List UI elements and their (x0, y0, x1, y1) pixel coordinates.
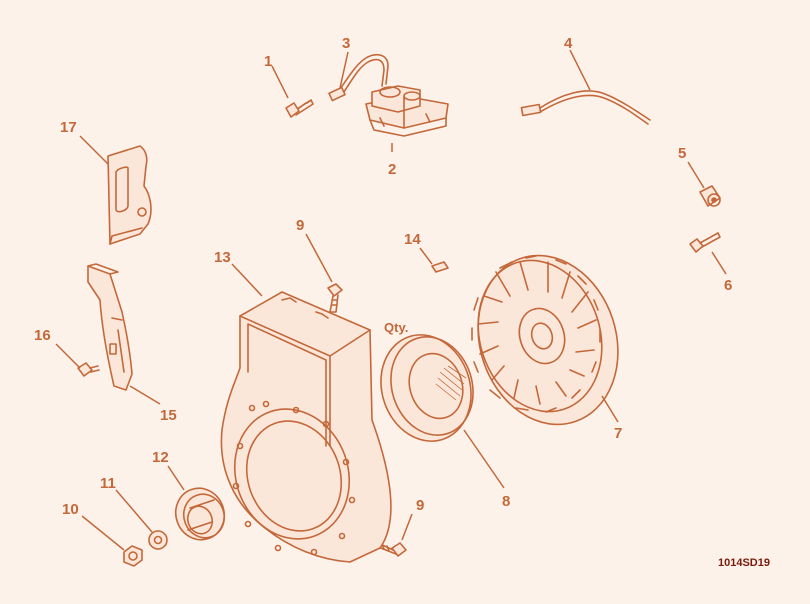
part-17-bracket[interactable] (107, 145, 152, 245)
part-6-screw[interactable] (689, 232, 721, 253)
callout-9-bottom: 9 (416, 497, 424, 514)
part-7-flywheel[interactable] (457, 237, 639, 443)
diagram-code: 1014SD19 (718, 557, 770, 569)
callout-15: 15 (160, 407, 177, 424)
callout-10: 10 (62, 501, 79, 518)
part-13-blower-housing[interactable] (217, 291, 392, 563)
callout-labels: 1 2 3 4 5 6 7 8 9 9 10 11 12 13 14 15 16… (34, 35, 732, 518)
callout-11: 11 (100, 475, 116, 492)
callout-2: 2 (388, 161, 396, 178)
part-2-ignition-module[interactable] (365, 85, 449, 137)
part-12-starter-cup[interactable] (169, 481, 232, 546)
callout-6: 6 (724, 277, 732, 294)
part-5-spacer[interactable] (699, 185, 721, 207)
leader-lines (55, 49, 727, 551)
callout-5: 5 (678, 145, 686, 162)
callout-16: 16 (34, 327, 51, 344)
part-11-washer[interactable] (148, 530, 168, 550)
qty-note: Qty. (384, 320, 408, 335)
callout-8: 8 (502, 493, 510, 510)
part-9-bolt-top[interactable] (327, 283, 343, 313)
callout-1: 1 (264, 53, 272, 70)
callout-3: 3 (342, 35, 350, 52)
part-8-rotating-screen[interactable] (367, 323, 485, 453)
callout-17: 17 (60, 119, 77, 136)
part-14-flywheel-key[interactable] (431, 261, 449, 273)
callout-9-top: 9 (296, 217, 304, 234)
callout-14: 14 (404, 231, 421, 248)
part-10-nut[interactable] (123, 545, 143, 567)
callout-12: 12 (152, 449, 169, 466)
part-3-ground-wire[interactable] (328, 53, 389, 102)
callout-13: 13 (214, 249, 231, 266)
callout-4: 4 (564, 35, 573, 52)
part-4-wire-lead[interactable] (520, 90, 651, 125)
part-16-screw[interactable] (77, 362, 100, 377)
part-1-bolt[interactable] (285, 99, 314, 118)
callout-7: 7 (614, 425, 622, 442)
part-15-air-baffle[interactable] (87, 263, 133, 391)
